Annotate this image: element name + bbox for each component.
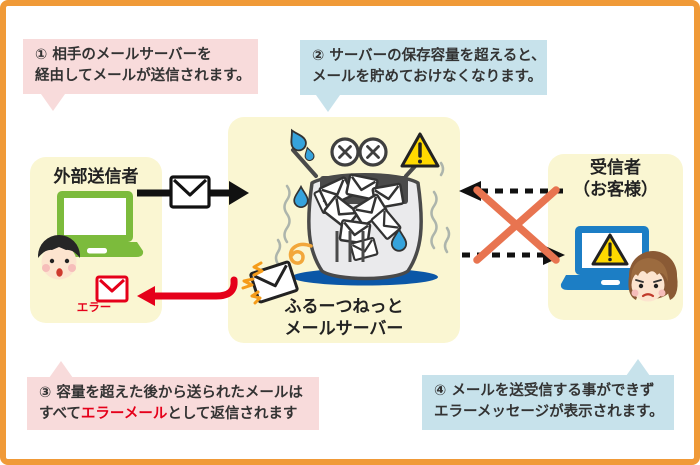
receiver-label: 受信者 （お客様） <box>548 157 683 201</box>
impact-spark-icon <box>241 261 264 305</box>
blocked-receive-arrow <box>459 181 566 201</box>
error-mail-icon <box>95 275 129 303</box>
server-warning-icon <box>400 132 440 168</box>
mail-icon <box>169 175 211 209</box>
dizzy-eyes-icon <box>330 137 388 167</box>
callout-step3-error-highlight: エラーメール <box>80 406 168 422</box>
callout-step3: ③ 容量を超えた後から送られたメールは すべてエラーメールとして返信されます <box>27 361 319 430</box>
error-return-arrow <box>137 276 238 306</box>
callout-step3-line2-prefix: すべて <box>39 406 81 422</box>
callout-step1: ① 相手のメールサーバーを 経由してメールが送信されます。 <box>23 39 258 111</box>
callout-step4-line2: エラーメッセージが表示されます。 <box>434 404 664 420</box>
callout-step4-line1: ④ メールを送受信する事ができず <box>434 383 655 399</box>
mail-server-character <box>274 126 451 286</box>
server-label-line1: ふるーつねっと <box>284 297 404 317</box>
callout-step2: ② サーバーの保存容量を超えると、 メールを貯めておけなくなります。 <box>300 40 547 112</box>
callout-step2-line2: メールを貯めておけなくなります。 <box>312 69 543 85</box>
callout-step1-tail <box>41 94 65 111</box>
error-mail-label: エラー <box>76 300 112 314</box>
sender-laptop-icon <box>51 191 144 257</box>
callout-step4-tail <box>626 359 650 376</box>
shake-lines <box>274 161 451 266</box>
receiver-label-line2: （お客様） <box>573 180 658 200</box>
bounce-curl <box>288 242 313 265</box>
callout-step3-line1: ③ 容量を超えた後から送られたメールは <box>39 385 303 401</box>
callout-step2-tail <box>316 95 340 112</box>
server-label-line2: メールサーバー <box>284 319 404 339</box>
callout-step3-line2: すべてエラーメールとして返信されます <box>39 404 307 425</box>
screen-warning-icon <box>591 233 629 266</box>
callout-step1-line2: 経由してメールが送信されます。 <box>35 68 251 84</box>
cross-blocked-icon <box>473 186 560 264</box>
receiver-label-line1: 受信者 <box>590 158 641 178</box>
sender-label: 外部送信者 <box>53 167 139 187</box>
callout-step4: ④ メールを送受信する事ができず エラーメッセージが表示されます。 <box>422 359 674 430</box>
receiver-person-avatar <box>628 251 678 302</box>
callout-step3-tail <box>49 361 73 378</box>
callout-step3-line2-suffix: として返信されます <box>167 406 298 422</box>
server-label: ふるーつねっと メールサーバー <box>228 296 460 340</box>
sender-person-avatar <box>38 235 80 280</box>
callout-step2-line1: ② サーバーの保存容量を超えると、 <box>312 48 546 64</box>
callout-step1-line1: ① 相手のメールサーバーを <box>35 47 212 63</box>
